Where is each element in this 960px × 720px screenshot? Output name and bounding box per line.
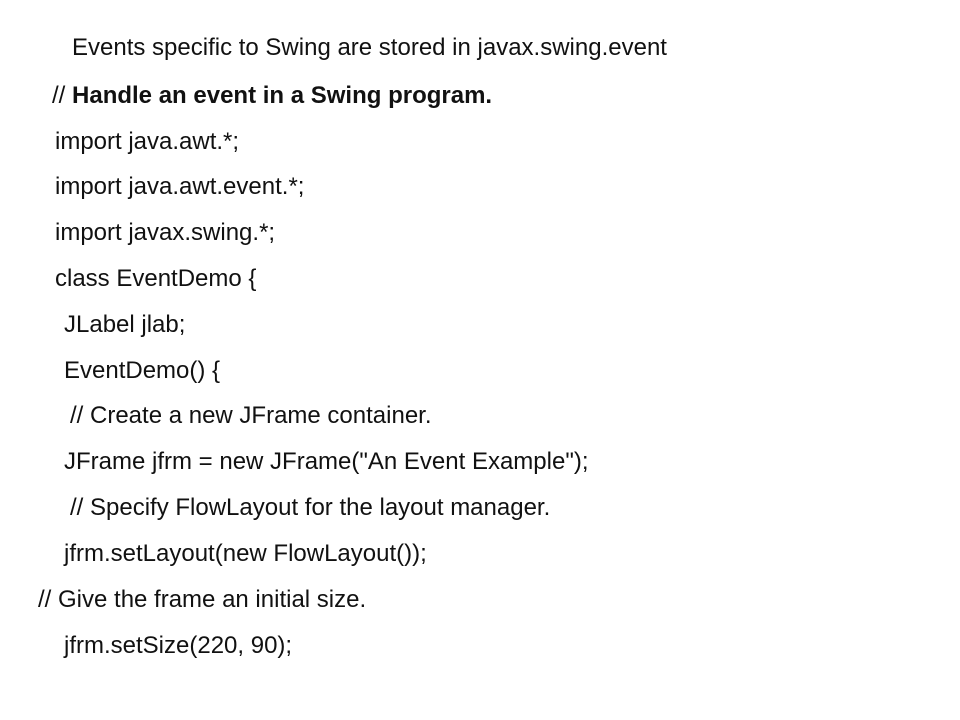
- comment-prefix: //: [52, 82, 73, 109]
- code-line-set-layout: jfrm.setLayout(new FlowLayout());: [64, 540, 427, 567]
- code-comment-flowlayout: // Specify FlowLayout for the layout man…: [70, 494, 551, 521]
- code-line-import-awt: import java.awt.*;: [55, 128, 240, 155]
- code-line-import-swing: import javax.swing.*;: [55, 219, 276, 246]
- code-comment-create-frame: // Create a new JFrame container.: [70, 402, 432, 429]
- code-line-field-jlab: JLabel jlab;: [64, 311, 186, 338]
- code-comment-initial-size: // Give the frame an initial size.: [38, 586, 367, 613]
- code-comment-heading: // Handle an event in a Swing program.: [52, 81, 492, 111]
- code-line-new-jframe: JFrame jfrm = new JFrame("An Event Examp…: [64, 448, 589, 475]
- code-line-class-declaration: class EventDemo {: [55, 265, 257, 292]
- code-line-constructor: EventDemo() {: [64, 357, 221, 384]
- code-line-set-size: jfrm.setSize(220, 90);: [64, 632, 293, 659]
- code-line-import-awt-event: import java.awt.event.*;: [55, 173, 305, 200]
- intro-text: Events specific to Swing are stored in j…: [72, 34, 667, 61]
- comment-heading-text: Handle an event in a Swing program.: [72, 82, 493, 109]
